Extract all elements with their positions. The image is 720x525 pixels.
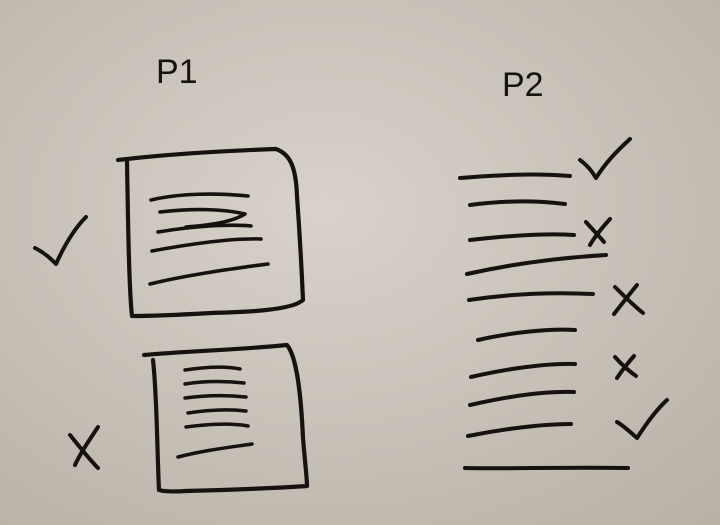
p1-card-2-line-1 [183,365,242,372]
p2-row-6 [476,327,577,342]
p1-card-2-frame [141,342,310,494]
p1-card-1-line-1 [149,192,250,202]
p1-card-1 [115,146,306,319]
p2-row-8 [468,389,576,407]
panel-p2: P2 [458,66,669,471]
p1-card-2-x-icon [68,425,100,470]
p1-card-1-frame [115,146,306,319]
p2-row-7 [469,361,577,379]
p2-row-2-x-icon [584,217,612,247]
p1-title: P1 [156,53,198,91]
p1-card-2 [141,342,310,494]
p2-row-1 [458,172,572,180]
p2-row-5 [467,291,595,302]
p1-card-2-line-6 [176,442,254,459]
p1-card-1-line-4 [150,237,263,253]
p2-title: P2 [502,66,544,104]
p1-card-1-line-3 [156,223,253,234]
p2-row-2 [468,199,567,207]
p2-row-9-check-icon [615,398,669,440]
p1-card-2-line-5 [184,422,250,429]
p1-card-1-line-5 [148,262,270,286]
p1-card-2-line-2 [183,379,246,386]
p2-row-7-x-icon [613,354,638,380]
p2-row-9 [466,422,573,438]
p1-card-2-line-3 [183,393,248,400]
p2-row-5-x-icon [612,283,645,316]
panel-p1: P1 [33,53,310,494]
p2-row-10 [463,465,630,471]
p2-row-3 [468,232,576,242]
p2-row-1-check-icon [578,137,632,180]
p1-card-2-line-4 [186,408,248,415]
p1-card-1-check-icon [33,215,88,266]
p2-row-4 [465,253,608,276]
